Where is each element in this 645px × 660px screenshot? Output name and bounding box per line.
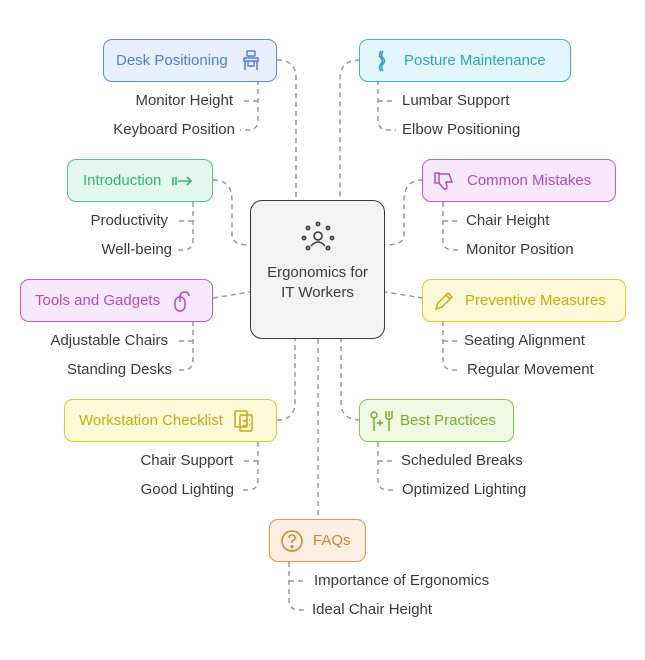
node-title: Posture Maintenance: [404, 52, 546, 69]
question-circle-icon: [279, 528, 305, 554]
connector-checklist-items: [240, 442, 259, 491]
connector-tools: [212, 291, 251, 299]
sub-optimized-lighting: Optimized Lighting: [402, 481, 527, 498]
sub-productivity: Productivity: [90, 212, 168, 229]
connector-desk: [276, 59, 297, 200]
connector-preventive-items: [442, 321, 460, 371]
connector-mistakes: [384, 179, 424, 246]
sub-good-lighting: Good Lighting: [140, 481, 234, 498]
center-title: Ergonomics for IT Workers: [267, 264, 368, 301]
node-preventive-measures[interactable]: Preventive Measures: [422, 279, 626, 322]
node-title: Best Practices: [400, 412, 496, 429]
node-title: Introduction: [83, 172, 162, 189]
spine-icon: [370, 48, 396, 74]
sub-monitor-position: Monitor Position: [466, 241, 574, 258]
sub-elbow-positioning: Elbow Positioning: [402, 121, 521, 138]
connector-checklist: [276, 339, 296, 421]
thumbs-down-icon: [431, 168, 457, 194]
connector-tools-items: [176, 321, 194, 371]
node-desk-positioning[interactable]: Desk Positioning: [103, 39, 277, 82]
connector-intro-items: [176, 202, 194, 251]
sub-scheduled-breaks: Scheduled Breaks: [401, 452, 523, 469]
node-title: Workstation Checklist: [79, 412, 223, 429]
node-introduction[interactable]: Introduction: [67, 159, 213, 202]
node-best-practices[interactable]: Best Practices: [359, 399, 514, 442]
sub-monitor-height: Monitor Height: [135, 92, 233, 109]
connector-intro: [212, 179, 251, 246]
sub-lumbar-support: Lumbar Support: [402, 92, 510, 109]
sub-chair-support: Chair Support: [140, 452, 233, 469]
sub-keyboard-position: Keyboard Position: [113, 121, 235, 138]
arrow-right-icon: [169, 168, 195, 194]
pencil-icon: [431, 288, 457, 314]
center-topic[interactable]: Ergonomics for IT Workers: [250, 200, 385, 339]
node-common-mistakes[interactable]: Common Mistakes: [422, 159, 616, 202]
sub-importance-of-ergonomics: Importance of Ergonomics: [314, 572, 490, 589]
desk-icon: [238, 48, 264, 74]
sub-chair-height: Chair Height: [466, 212, 550, 229]
fork-knife-plus-icon: [368, 408, 394, 434]
node-title: Common Mistakes: [467, 172, 592, 189]
sub-regular-movement: Regular Movement: [467, 361, 594, 378]
node-title: Tools and Gadgets: [35, 292, 161, 309]
sub-well-being: Well-being: [101, 241, 172, 258]
connector-posture-items: [377, 80, 396, 131]
sub-ideal-chair-height: Ideal Chair Height: [312, 601, 433, 618]
sub-seating-alignment: Seating Alignment: [464, 332, 585, 349]
node-faqs[interactable]: FAQs: [269, 519, 366, 562]
people-network-icon: [300, 221, 336, 257]
sub-standing-desks: Standing Desks: [66, 361, 172, 378]
mouse-icon: [168, 288, 194, 314]
node-posture-maintenance[interactable]: Posture Maintenance: [359, 39, 571, 82]
connector-faqs-items: [288, 562, 306, 611]
sub-adjustable-chairs: Adjustable Chairs: [50, 332, 168, 349]
connector-preventive: [384, 291, 424, 299]
connector-desk-items: [240, 80, 259, 131]
connector-mistakes-items: [442, 202, 460, 251]
checklist-icon: [231, 408, 257, 434]
node-title: FAQs: [313, 532, 351, 549]
node-workstation-checklist[interactable]: Workstation Checklist: [64, 399, 277, 442]
connector-posture: [339, 59, 361, 200]
connector-practices: [340, 339, 361, 421]
node-tools-and-gadgets[interactable]: Tools and Gadgets: [20, 279, 213, 322]
node-title: Preventive Measures: [465, 292, 606, 309]
connector-practices-items: [377, 442, 396, 491]
node-title: Desk Positioning: [116, 52, 228, 69]
